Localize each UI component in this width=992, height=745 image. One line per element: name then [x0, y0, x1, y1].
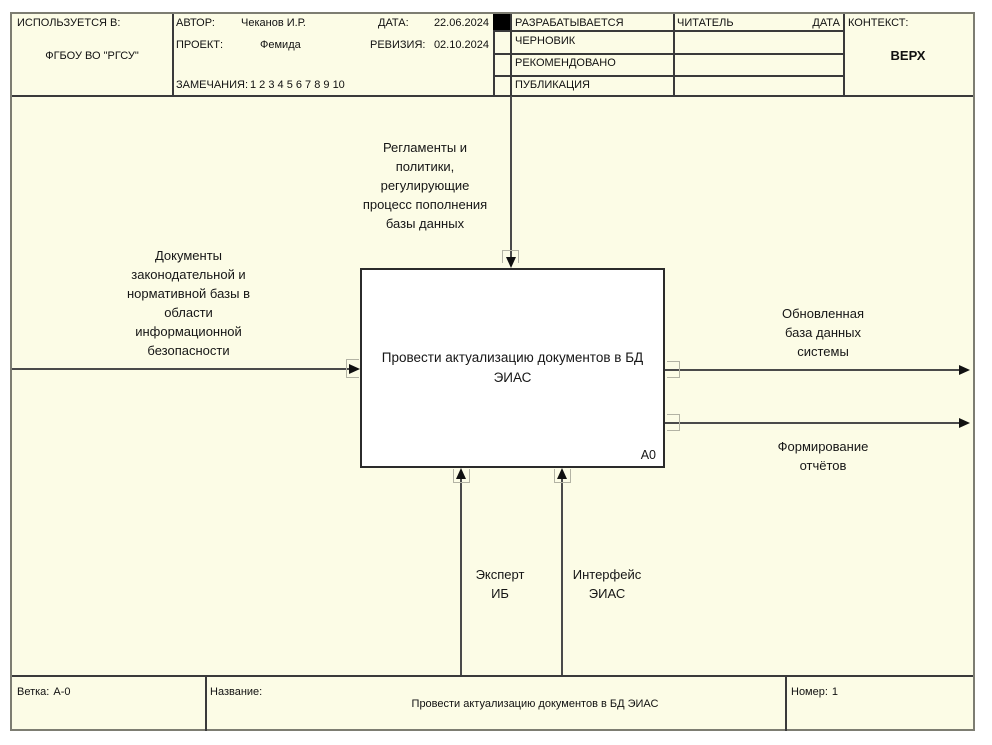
- output-arrow-line: [665, 369, 961, 371]
- context-value: ВЕРХ: [890, 48, 926, 63]
- branch-value: A-0: [53, 686, 71, 698]
- reader-label: ЧИТАТЕЛЬ: [677, 17, 734, 29]
- footer-divider: [205, 675, 207, 731]
- revision-value: 02.10.2024: [433, 39, 489, 51]
- number-value: 1: [831, 686, 839, 698]
- mechanism-arrow-label[interactable]: Интерфейс ЭИАС: [572, 567, 642, 601]
- connection-clip: [502, 250, 519, 263]
- status-row-divider: [493, 53, 843, 55]
- number-cell: Номер: 1: [791, 686, 838, 699]
- revision-label: РЕВИЗИЯ:: [370, 39, 426, 51]
- control-arrow-label[interactable]: Регламенты и политики, регулирующие проц…: [362, 140, 488, 231]
- connection-clip: [667, 361, 680, 378]
- input-arrow-line: [12, 368, 350, 370]
- footer-divider: [785, 675, 787, 731]
- activity-code: A0: [640, 448, 656, 462]
- connection-clip: [554, 469, 571, 483]
- status-row-divider: [493, 75, 843, 77]
- status-row-label: ПУБЛИКАЦИЯ: [515, 79, 590, 91]
- context-label: КОНТЕКСТ:: [848, 17, 909, 29]
- control-arrowhead-icon: [506, 257, 516, 268]
- branch-cell: Ветка: A-0: [17, 686, 70, 699]
- revision-row: РЕВИЗИЯ: 02.10.2024: [370, 39, 489, 52]
- header-divider: [843, 14, 845, 95]
- activity-box-a0[interactable]: Провести актуализацию документов в БД ЭИ…: [360, 268, 665, 468]
- status-marker-checkbox[interactable]: [493, 14, 510, 30]
- output-arrowhead-icon: [959, 365, 970, 375]
- header-bottom-line: [12, 95, 973, 97]
- control-arrow-line: [510, 96, 512, 259]
- status-row-divider: [493, 30, 843, 32]
- author-value: Чеканов И.Р.: [241, 17, 306, 29]
- mechanism-arrow-line: [561, 472, 563, 675]
- author-label: АВТОР:: [176, 17, 215, 29]
- header-divider: [510, 14, 512, 95]
- activity-title: Провести актуализацию документов в БД ЭИ…: [381, 350, 644, 385]
- project-label: ПРОЕКТ:: [176, 39, 224, 51]
- header-divider: [493, 14, 495, 95]
- input-arrowhead-icon: [349, 364, 360, 374]
- date-label: ДАТА:: [378, 17, 409, 29]
- mechanism-arrow-label[interactable]: Эксперт ИБ: [475, 567, 525, 601]
- title-label: Название:: [210, 686, 263, 698]
- notes-value: 1 2 3 4 5 6 7 8 9 10: [250, 79, 345, 91]
- used-in-value: ФГБОУ ВО "РГСУ": [45, 50, 139, 62]
- status-row-label: РЕКОМЕНДОВАНО: [515, 57, 616, 69]
- header-divider: [673, 14, 675, 95]
- reader-date-label: ДАТА: [812, 17, 840, 29]
- number-label: Номер:: [791, 686, 828, 698]
- date-row: ДАТА: 22.06.2024: [378, 17, 489, 30]
- output-arrow-line: [665, 422, 961, 424]
- status-row-label: ЧЕРНОВИК: [515, 35, 576, 47]
- connection-clip: [453, 469, 470, 483]
- input-arrow-label[interactable]: Документы законодательной и нормативной …: [127, 248, 250, 358]
- used-in-label: ИСПОЛЬЗУЕТСЯ В:: [17, 17, 121, 29]
- mechanism-arrowhead-icon: [456, 468, 466, 479]
- notes-label: ЗАМЕЧАНИЯ:: [176, 79, 248, 91]
- reader-row: ЧИТАТЕЛЬ ДАТА: [677, 17, 840, 30]
- branch-label: Ветка:: [17, 686, 50, 698]
- footer-diagram-title: Провести актуализацию документов в БД ЭИ…: [411, 698, 659, 710]
- header-divider: [172, 14, 174, 95]
- output-arrow-label[interactable]: Формирование отчётов: [777, 439, 869, 473]
- output-arrow-label[interactable]: Обновленная база данных системы: [781, 306, 865, 359]
- status-row-label: РАЗРАБАТЫВАЕТСЯ: [515, 17, 624, 29]
- footer-top-line: [12, 675, 973, 677]
- mechanism-arrow-line: [460, 472, 462, 675]
- project-value: Фемида: [260, 39, 301, 51]
- connection-clip: [346, 359, 359, 378]
- idef0-sheet: ИСПОЛЬЗУЕТСЯ В: ФГБОУ ВО "РГСУ" АВТОР: Ч…: [10, 12, 975, 731]
- author-row: АВТОР: Чеканов И.Р.: [176, 17, 306, 30]
- mechanism-arrowhead-icon: [557, 468, 567, 479]
- output-arrowhead-icon: [959, 418, 970, 428]
- date-value: 22.06.2024: [433, 17, 489, 29]
- connection-clip: [667, 414, 680, 431]
